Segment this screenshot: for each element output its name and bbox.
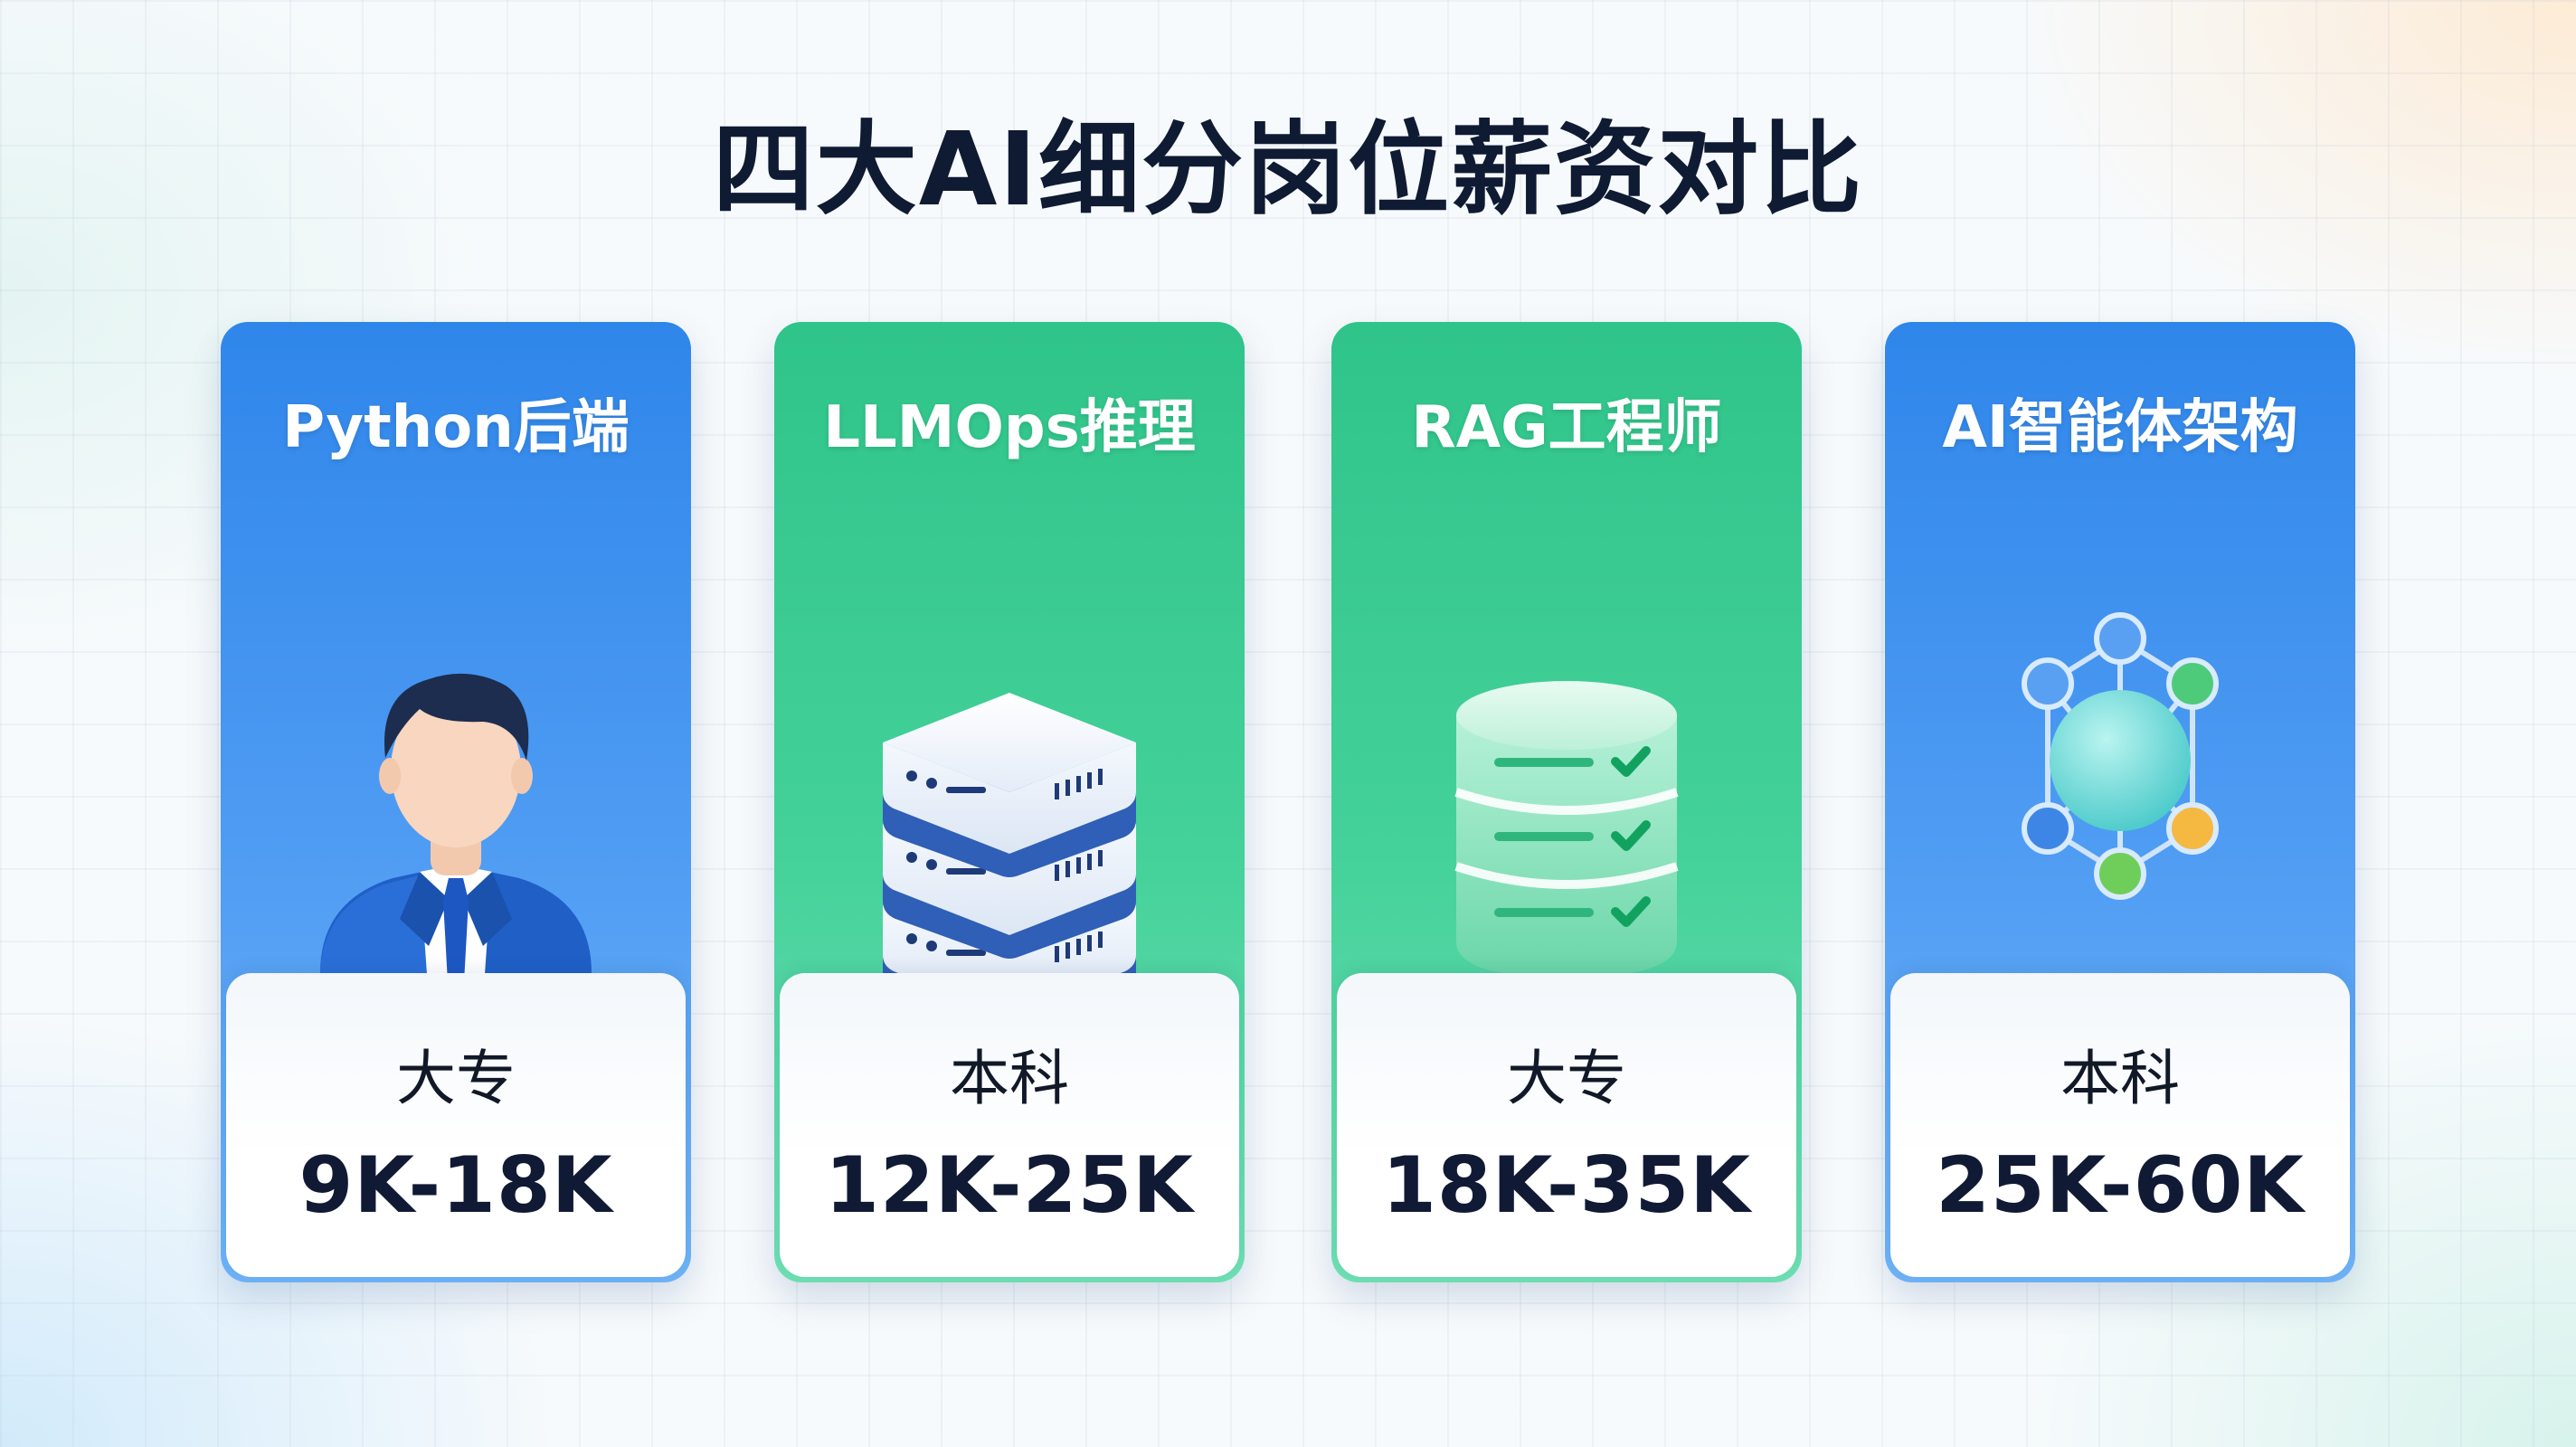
person-icon [320,673,592,991]
education-requirement: 大专 [396,1044,516,1113]
salary-range: 9K-18K [298,1140,613,1231]
card-title: AI智能体架构 [1942,394,2298,461]
info-box: 本科 12K-25K [780,973,1239,1277]
card-rag-engineer: RAG工程师 大专 18K-35K [1331,322,1802,1282]
salary-range: 25K-60K [1936,1140,2305,1231]
info-box: 大专 9K-18K [226,973,686,1277]
salary-range: 18K-35K [1382,1140,1751,1231]
card-llmops-inference: LLMOps推理 [774,322,1245,1282]
card-title: RAG工程师 [1411,394,1722,461]
database-icon [1454,681,1679,978]
card-python-backend: Python后端 大专 9K-18K [221,322,691,1282]
card-title: LLMOps推理 [823,394,1196,461]
page-title: 四大AI细分岗位薪资对比 [712,111,1864,229]
network-icon [2022,612,2219,900]
card-ai-agent-architecture: AI智能体架构 本科 2 [1885,322,2355,1282]
card-title: Python后端 [282,394,630,461]
education-requirement: 本科 [2060,1044,2180,1113]
education-requirement: 大专 [1507,1044,1626,1113]
info-box: 大专 18K-35K [1337,973,1796,1277]
server-stack-icon [883,693,1136,991]
info-box: 本科 25K-60K [1890,973,2350,1277]
education-requirement: 本科 [950,1044,1069,1113]
salary-range: 12K-25K [825,1140,1194,1231]
